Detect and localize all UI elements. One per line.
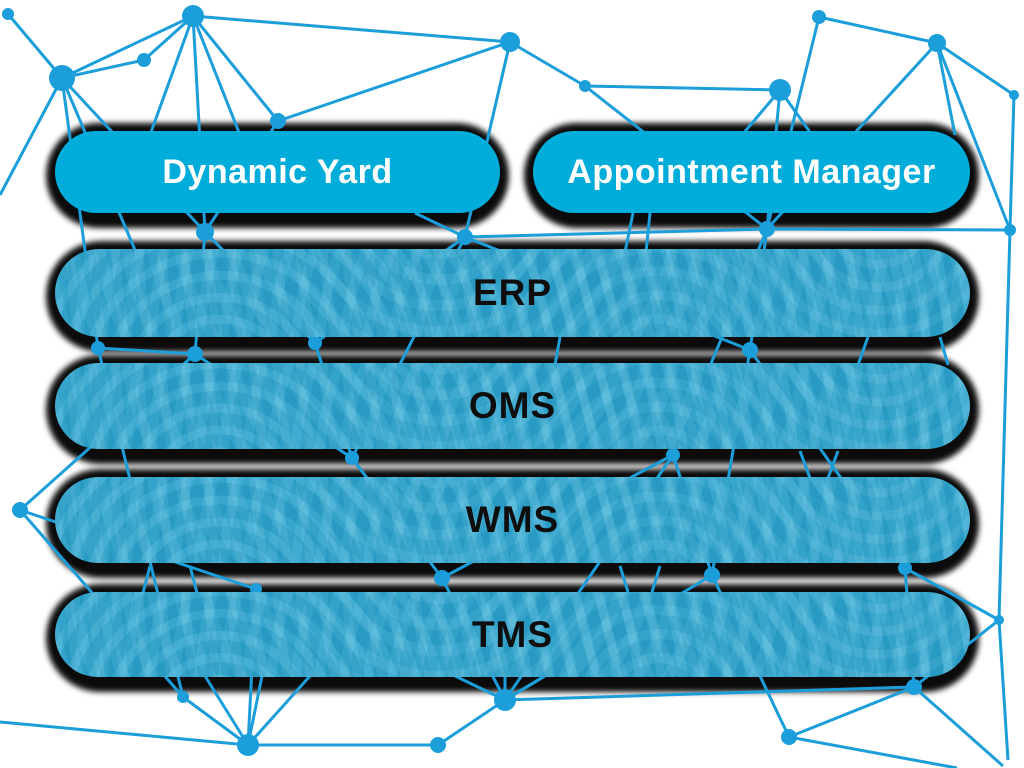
pill-oms: OMS — [55, 363, 970, 449]
network-edge — [414, 211, 466, 239]
network-node — [666, 448, 680, 462]
network-edge — [277, 40, 511, 123]
network-edge — [504, 685, 915, 702]
pill-label: OMS — [468, 385, 557, 426]
network-node — [994, 615, 1004, 625]
network-node — [494, 689, 516, 711]
network-edge — [650, 565, 662, 593]
network-node — [182, 5, 204, 27]
network-edge — [766, 227, 1011, 232]
pill-label: Appointment Manager — [567, 152, 936, 191]
network-edge — [188, 565, 199, 594]
network-edge — [246, 674, 312, 747]
network-edge — [61, 58, 145, 80]
network-edge — [818, 15, 938, 45]
pill-label: ERP — [472, 272, 553, 313]
network-edge — [644, 212, 652, 253]
network-edge — [191, 15, 280, 122]
network-edge — [97, 346, 196, 356]
network-node — [91, 341, 105, 355]
network-edge — [997, 619, 1010, 761]
network-edge — [141, 565, 152, 594]
network-edge — [192, 14, 511, 44]
network-edge — [148, 15, 195, 136]
network-node — [769, 79, 791, 101]
network-edge — [938, 336, 950, 366]
network-node — [434, 570, 450, 586]
network-edge — [1008, 94, 1016, 231]
network-edge — [437, 698, 506, 747]
network-node — [500, 32, 520, 52]
network-edge — [191, 15, 242, 136]
network-node — [49, 65, 75, 91]
network-node — [906, 679, 922, 695]
pill-erp: ERP — [55, 249, 970, 337]
network-node — [2, 8, 14, 20]
network-edge — [904, 566, 1000, 622]
network-node — [898, 561, 912, 575]
network-node — [237, 734, 259, 756]
network-node — [579, 80, 591, 92]
network-node — [137, 53, 151, 67]
network-node — [781, 729, 797, 745]
pill-dynamic-yard: Dynamic Yard — [55, 131, 500, 213]
pill-label: WMS — [465, 499, 560, 540]
pill-wms: WMS — [55, 477, 970, 563]
network-node — [196, 223, 214, 241]
network-edge — [935, 42, 957, 136]
network-edge — [6, 13, 64, 79]
network-edge — [623, 212, 635, 253]
network-node — [308, 336, 322, 350]
network-edge — [826, 450, 840, 479]
network-node — [704, 567, 720, 583]
network-node — [270, 113, 286, 129]
network-node — [177, 691, 189, 703]
network-node — [1009, 90, 1019, 100]
network-edge — [203, 675, 250, 746]
network-edge — [798, 450, 812, 479]
network-node — [430, 737, 446, 753]
network-edge — [788, 735, 958, 768]
network-edge — [0, 77, 64, 196]
network-edge — [997, 229, 1012, 621]
network-edge — [246, 675, 264, 746]
pill-tms: TMS — [55, 592, 970, 677]
network-node — [742, 342, 758, 358]
pill-label: TMS — [471, 613, 554, 655]
network-node — [457, 229, 473, 245]
network-edge — [913, 685, 1004, 768]
network-edge — [584, 84, 781, 92]
network-edge — [856, 336, 870, 366]
network-edge — [936, 41, 1015, 97]
network-edge — [935, 42, 1012, 231]
network-edge — [464, 227, 768, 239]
network-edge — [788, 685, 915, 739]
network-node — [12, 502, 28, 518]
network-node — [187, 346, 203, 362]
pill-appointment-manager: Appointment Manager — [533, 131, 970, 213]
network-node — [812, 10, 826, 24]
network-node — [345, 451, 359, 465]
network-edge — [509, 40, 586, 88]
network-edge — [182, 695, 249, 747]
network-node — [759, 221, 775, 237]
network-edge — [618, 565, 630, 593]
network-node — [928, 34, 946, 52]
pill-label: Dynamic Yard — [162, 152, 393, 191]
network-edge — [61, 14, 194, 80]
network-edge — [553, 336, 562, 366]
network-node — [1004, 224, 1016, 236]
network-edge — [0, 720, 249, 747]
